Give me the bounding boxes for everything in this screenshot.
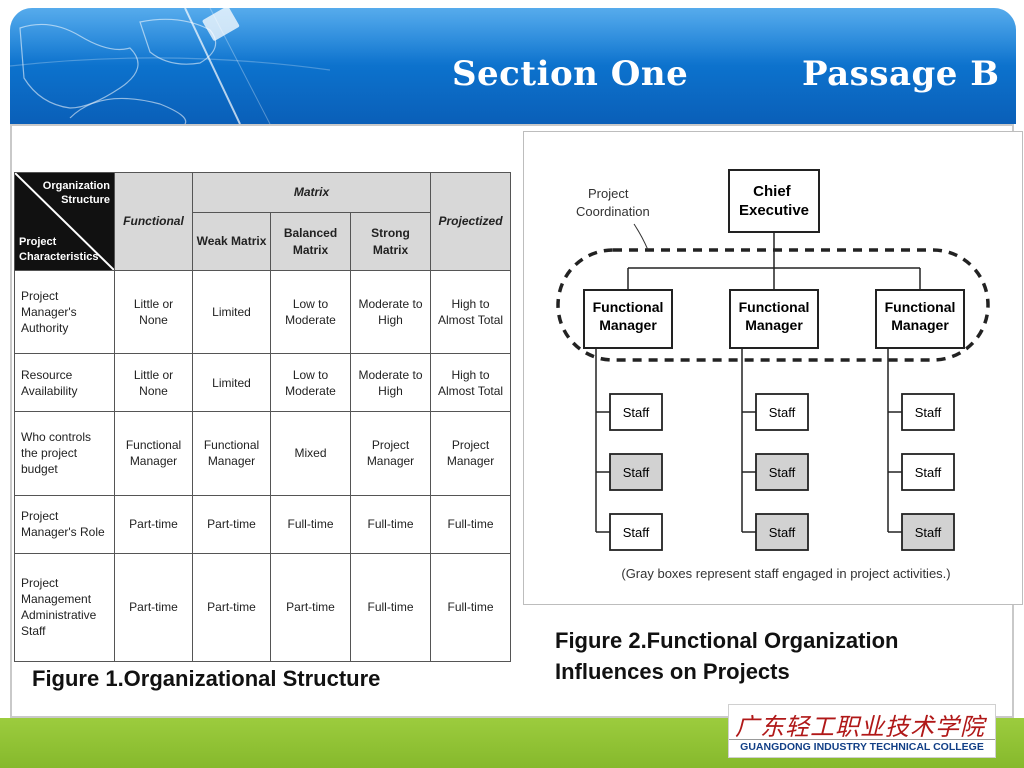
table-cell: Part-time — [114, 494, 193, 554]
table-cell: Part-time — [114, 552, 193, 663]
college-logo: 广东轻工职业技术学院 GUANGDONG INDUSTRY TECHNICAL … — [728, 704, 996, 758]
gray-boxes-note: (Gray boxes represent staff engaged in p… — [621, 566, 950, 581]
table-cell: Full-time — [349, 494, 432, 554]
table-cell: Limited — [192, 269, 271, 355]
row-label: Project Manager's Role — [14, 494, 115, 554]
figure2-caption-line1: Figure 2.Functional Organization — [555, 628, 899, 653]
chief-executive-box — [728, 169, 820, 233]
staff-box — [901, 453, 955, 491]
header-shine — [10, 8, 1016, 66]
corner-organization-structure: Organization Structure — [42, 180, 110, 207]
table-cell: Little or None — [114, 353, 193, 413]
org-chart-svg: Project Coordination Chief Executive Fun… — [556, 169, 990, 581]
table-cell: Mixed — [270, 411, 351, 496]
world-map-decoration — [10, 8, 330, 124]
staff-box — [901, 393, 955, 431]
table-cell: High to Almost Total — [430, 353, 512, 413]
header-weak-matrix: Weak Matrix — [192, 212, 271, 271]
staff-box — [755, 453, 809, 491]
header-banner: Section One Passage B — [10, 8, 1016, 124]
section-title: Section One — [452, 54, 689, 94]
functional-manager-box — [729, 289, 819, 349]
header-strong-matrix: Strong Matrix — [349, 212, 432, 271]
table-row: Project Manager's Authority Little or No… — [14, 269, 512, 355]
staff-label: Staff — [769, 405, 796, 420]
table-cell: Functional Manager — [114, 411, 193, 496]
table-cell: Full-time — [430, 494, 512, 554]
callout-line — [633, 223, 649, 251]
table-cell: Full-time — [270, 494, 351, 554]
staff-box — [609, 393, 663, 431]
header-functional: Functional — [114, 172, 193, 271]
college-name-chinese: 广东轻工职业技术学院 — [735, 713, 985, 741]
college-name-english: GUANGDONG INDUSTRY TECHNICAL COLLEGE — [729, 739, 995, 755]
chief-executive-label: Chief Executive — [739, 183, 809, 219]
table-cell: Functional Manager — [192, 411, 271, 496]
table-row: Project Manager's Role Part-time Part-ti… — [14, 494, 512, 554]
row-label: Resource Availability — [14, 353, 115, 413]
table-cell: Project Manager — [430, 411, 512, 496]
table-cell: Moderate to High — [349, 353, 432, 413]
table-cell: Little or None — [114, 269, 193, 355]
functional-manager-box — [583, 289, 673, 349]
table-cell: Part-time — [192, 494, 271, 554]
staff-label: Staff — [915, 465, 942, 480]
passage-title: Passage B — [802, 54, 1000, 94]
project-coordination-outline — [556, 248, 990, 362]
staff-box — [755, 393, 809, 431]
table-cell: Project Manager — [349, 411, 432, 496]
table-row: Who controls the project budget Function… — [14, 411, 512, 496]
table-cell: Full-time — [430, 552, 512, 663]
staff-box — [755, 513, 809, 551]
table-cell: Low to Moderate — [270, 269, 351, 355]
staff-box — [609, 453, 663, 491]
staff-label: Staff — [769, 525, 796, 540]
table-corner-header: Organization Structure Project Character… — [14, 172, 115, 271]
header-projectized: Projectized — [430, 172, 512, 271]
staff-label: Staff — [915, 405, 942, 420]
header-matrix: Matrix — [191, 172, 432, 213]
staff-label: Staff — [915, 525, 942, 540]
staff-label: Staff — [769, 465, 796, 480]
header-balanced-matrix: Balanced Matrix — [270, 212, 351, 271]
organizational-structure-table: Organization Structure Project Character… — [14, 172, 512, 663]
table-cell: High to Almost Total — [430, 269, 512, 355]
table-cell: Limited — [192, 353, 271, 413]
figure1-caption: Figure 1.Organizational Structure — [32, 666, 381, 691]
table-cell: Moderate to High — [349, 269, 432, 355]
row-label: Who controls the project budget — [14, 411, 115, 496]
functional-organization-chart: Project Coordination Chief Executive Fun… — [523, 131, 1023, 605]
figure2-caption: Figure 2.Functional Organization Influen… — [555, 626, 1015, 688]
table-cell: Full-time — [349, 552, 432, 663]
row-label: Project Management Administrative Staff — [14, 552, 115, 663]
functional-manager-box — [875, 289, 965, 349]
figure2-caption-line2: Influences on Projects — [555, 658, 790, 684]
staff-label: Staff — [623, 465, 650, 480]
table-cell: Part-time — [192, 552, 271, 663]
staff-box — [609, 513, 663, 551]
corner-project-characteristics: Project Characteristics — [19, 236, 99, 263]
row-label: Project Manager's Authority — [14, 269, 115, 355]
staff-box — [901, 513, 955, 551]
table-row: Project Management Administrative Staff … — [14, 552, 512, 663]
staff-label: Staff — [623, 525, 650, 540]
table-cell: Low to Moderate — [270, 353, 351, 413]
table-cell: Part-time — [270, 552, 351, 663]
table-row: Resource Availability Little or None Lim… — [14, 353, 512, 413]
project-coordination-label: Project Coordination — [576, 186, 650, 219]
staff-label: Staff — [623, 405, 650, 420]
